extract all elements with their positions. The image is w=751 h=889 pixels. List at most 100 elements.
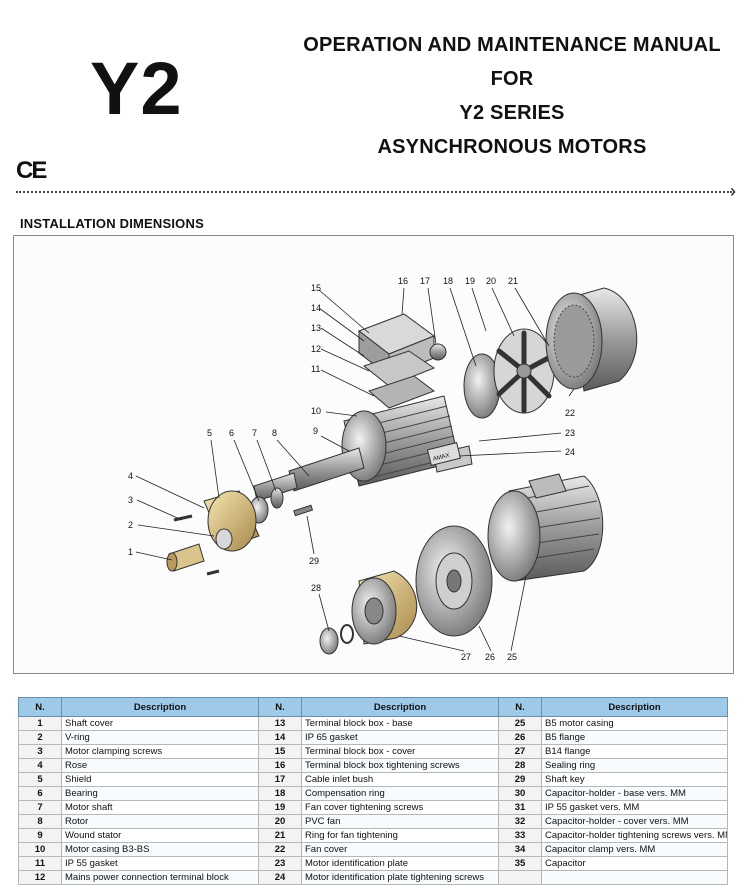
part-number: 33 (498, 828, 542, 843)
callout-16: 16 (398, 276, 408, 286)
part-number: 13 (258, 716, 302, 731)
part-number: 3 (18, 744, 62, 759)
part-description: Fan cover tightening screws (301, 800, 499, 815)
callout-21: 21 (508, 276, 518, 286)
part-number: 28 (498, 758, 542, 773)
callout-27: 27 (461, 652, 471, 662)
title-line-3: Y2 SERIES (459, 102, 565, 124)
sealing-ring (319, 624, 354, 655)
callout-14: 14 (311, 303, 321, 313)
part-description: Capacitor clamp vers. MM (541, 842, 728, 857)
part-description: Motor clamping screws (61, 744, 259, 759)
b5-motor-casing (487, 473, 604, 582)
callout-1: 1 (128, 547, 133, 557)
b14-flange (351, 570, 418, 645)
title-line-4: ASYNCHRONOUS MOTORS (377, 136, 647, 158)
part-number: 24 (258, 870, 302, 885)
part-number: 35 (498, 856, 542, 871)
part-number: 14 (258, 730, 302, 745)
part-number: 31 (498, 800, 542, 815)
column-header-description: Description (301, 697, 499, 717)
part-description: Motor identification plate tightening sc… (301, 870, 499, 885)
callout-10: 10 (311, 406, 321, 416)
part-number: 34 (498, 842, 542, 857)
table-header-row: N. Description N. Description N. Descrip… (18, 697, 728, 717)
exploded-motor-diagram: AMAX (13, 235, 734, 674)
parts-table: N. Description N. Description N. Descrip… (18, 697, 728, 885)
part-description: Rose (61, 758, 259, 773)
part-number: 32 (498, 814, 542, 829)
callout-17: 17 (420, 276, 430, 286)
ce-mark-icon: CE (16, 157, 47, 184)
part-description: Shaft key (541, 772, 728, 787)
part-description: Capacitor-holder - cover vers. MM (541, 814, 728, 829)
part-number: 8 (18, 814, 62, 829)
manual-title: OPERATION AND MAINTENANCE MANUAL FOR Y2 … (262, 28, 751, 164)
b5-flange (415, 525, 493, 637)
part-description: Compensation ring (301, 786, 499, 801)
callout-9: 9 (313, 426, 318, 436)
callout-19: 19 (465, 276, 475, 286)
fan-cover (545, 287, 638, 392)
part-number: 25 (498, 716, 542, 731)
shield (203, 490, 260, 552)
title-line-2: FOR (490, 68, 534, 90)
part-description: Capacitor (541, 856, 728, 871)
callout-26: 26 (485, 652, 495, 662)
part-number: 10 (18, 842, 62, 857)
part-description: B14 flange (541, 744, 728, 759)
part-number: 4 (18, 758, 62, 773)
callout-29: 29 (309, 556, 319, 566)
part-description: Motor identification plate (301, 856, 499, 871)
callout-11: 11 (311, 364, 320, 374)
part-description: B5 flange (541, 730, 728, 745)
part-description: IP 55 gasket vers. MM (541, 800, 728, 815)
part-description (541, 870, 728, 885)
part-number: 19 (258, 800, 302, 815)
part-number: 20 (258, 814, 302, 829)
part-number (498, 870, 542, 885)
dotted-divider (16, 191, 732, 193)
column-header-description: Description (541, 697, 728, 717)
part-number: 30 (498, 786, 542, 801)
part-number: 6 (18, 786, 62, 801)
part-description: Shaft cover (61, 716, 259, 731)
column-header-n: N. (258, 697, 302, 717)
column-header-n: N. (18, 697, 62, 717)
callout-2: 2 (128, 520, 133, 530)
part-description: V-ring (61, 730, 259, 745)
part-number: 9 (18, 828, 62, 843)
part-number: 26 (498, 730, 542, 745)
part-description: Mains power connection terminal block (61, 870, 259, 885)
part-description: Terminal block box - cover (301, 744, 499, 759)
brand-logo: Y2 (90, 47, 183, 130)
part-description: Capacitor-holder tightening screws vers.… (541, 828, 728, 843)
nameplate-text: AMAX (432, 453, 450, 463)
callout-7: 7 (252, 428, 257, 438)
part-number: 22 (258, 842, 302, 857)
part-number: 11 (18, 856, 62, 871)
part-number: 27 (498, 744, 542, 759)
part-number: 7 (18, 800, 62, 815)
pvc-fan (493, 328, 555, 414)
part-description: Terminal block box - base (301, 716, 499, 731)
part-description: Shield (61, 772, 259, 787)
part-description: IP 65 gasket (301, 730, 499, 745)
part-number: 2 (18, 730, 62, 745)
part-number: 5 (18, 772, 62, 787)
part-description: Bearing (61, 786, 259, 801)
callout-3: 3 (128, 495, 133, 505)
part-description: Motor casing B3-BS (61, 842, 259, 857)
column-header-n: N. (498, 697, 542, 717)
part-description: Terminal block box tightening screws (301, 758, 499, 773)
part-description: Capacitor-holder - base vers. MM (541, 786, 728, 801)
shaft-cover (166, 543, 205, 572)
part-number: 1 (18, 716, 62, 731)
